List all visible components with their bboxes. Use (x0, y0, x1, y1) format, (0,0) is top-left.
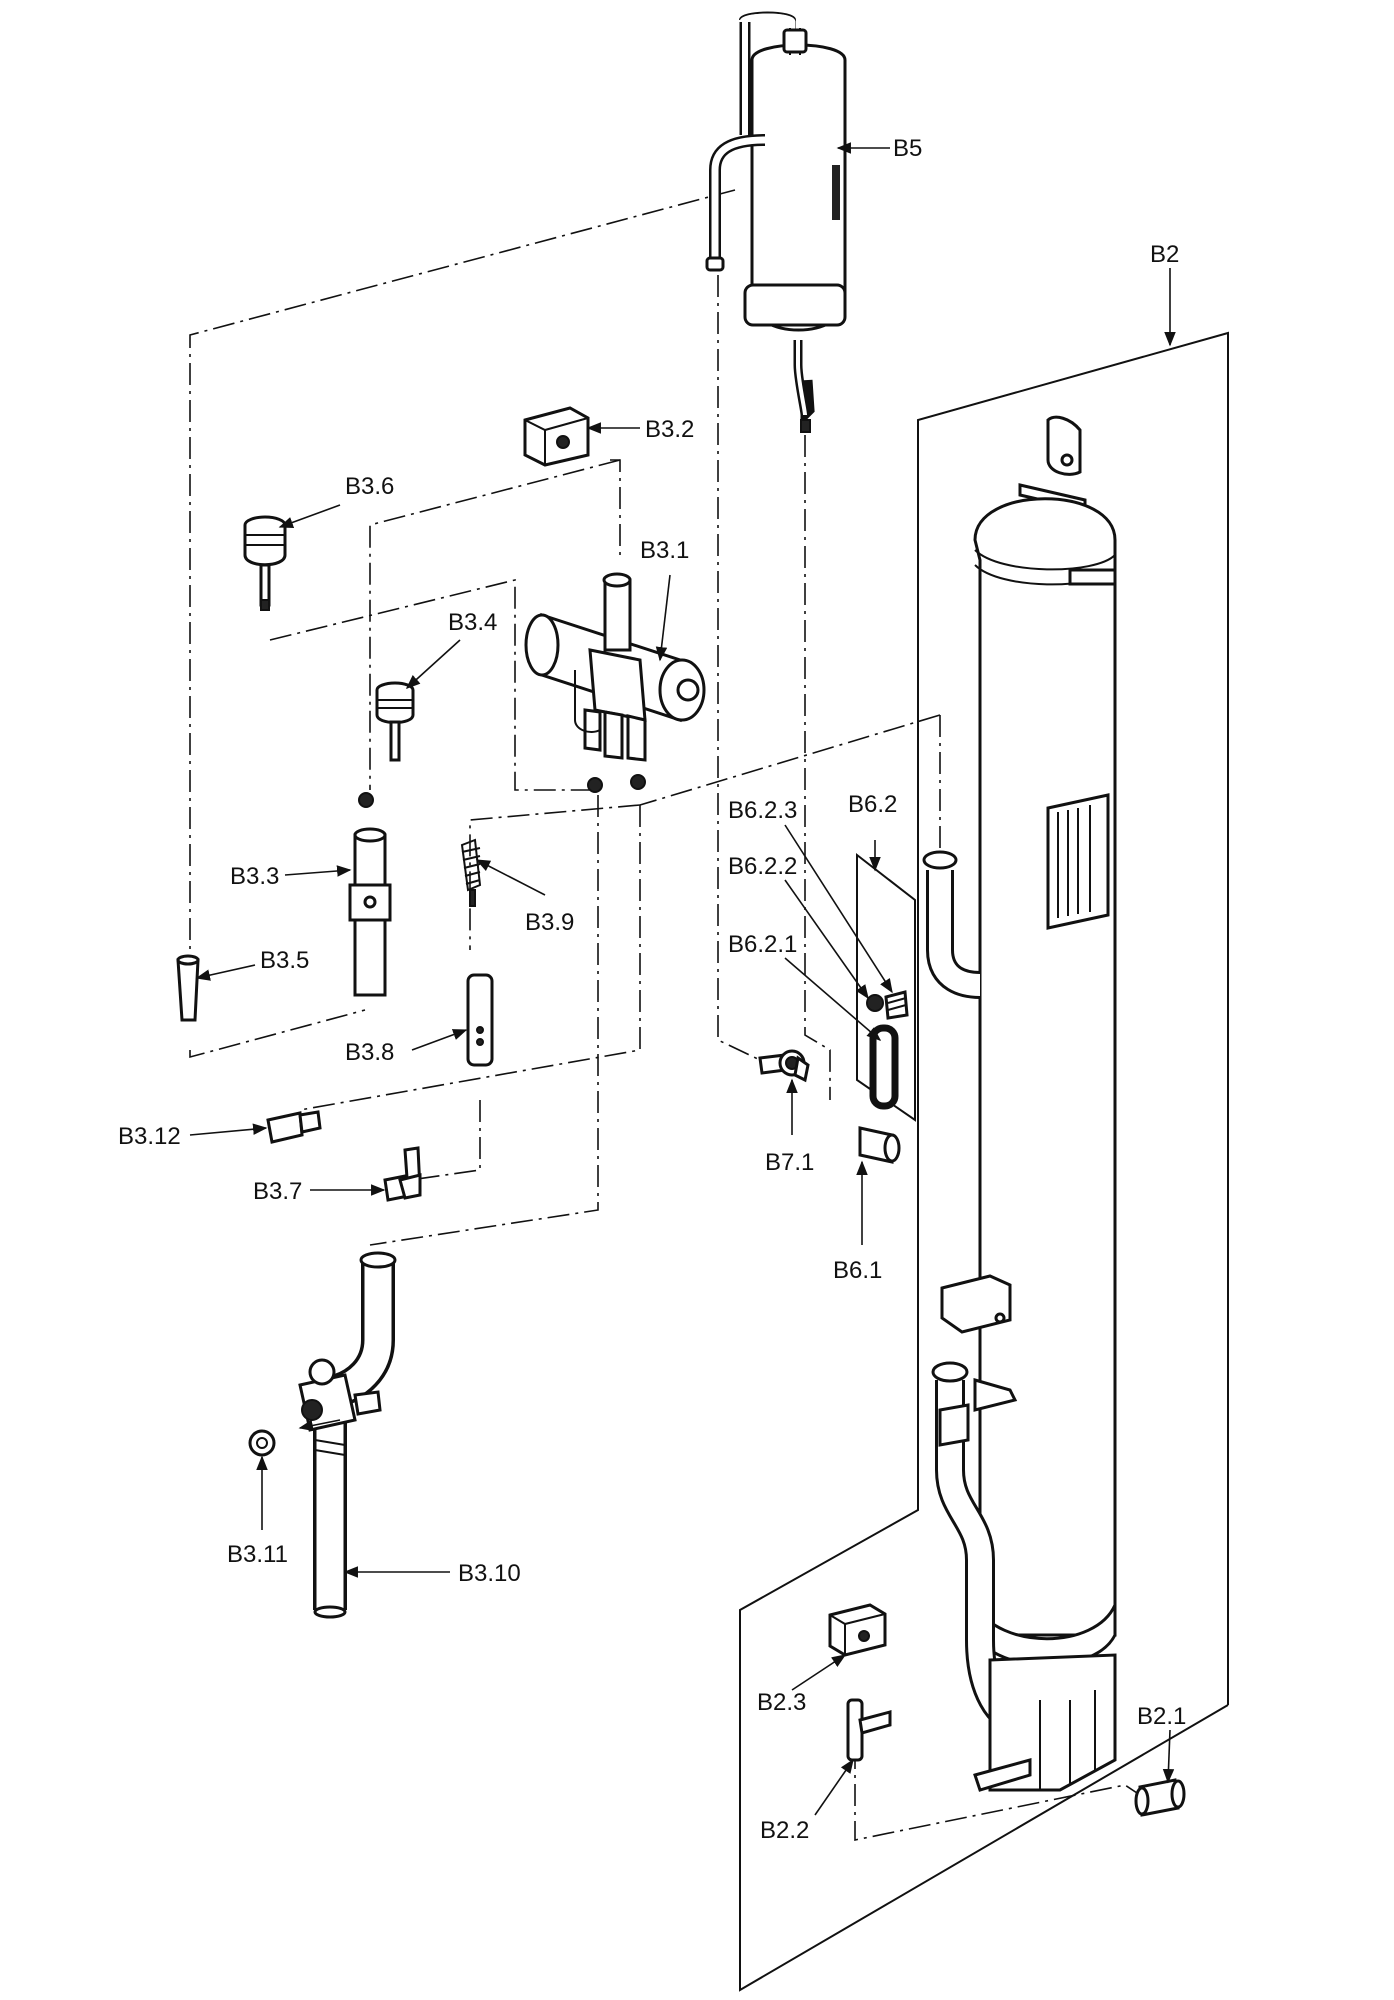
b3-6-valve-core (243, 515, 287, 611)
b3-4-valve-core (358, 681, 646, 808)
b3-11-cap (248, 1429, 276, 1457)
b3-7-fitting (383, 1146, 422, 1202)
label-b2-3: B2.3 (757, 1689, 806, 1716)
label-b3-7: B3.7 (253, 1178, 302, 1205)
b3-5-cap (176, 954, 200, 1022)
label-b2-2: B2.2 (760, 1817, 809, 1844)
label-b3-11: B3.11 (227, 1541, 288, 1568)
b3-2-solenoid-coil (523, 406, 590, 467)
b3-10-suction-pipe (298, 1251, 397, 1619)
label-b5: B5 (893, 135, 922, 162)
b6-2-3-screw (884, 990, 909, 1020)
b2-assembly-frame (739, 331, 1229, 1992)
b3-8-filter-drier (466, 973, 494, 1067)
b2-receiver-tank (922, 415, 1117, 1792)
b3-3-pipe (348, 827, 392, 997)
label-b2-1: B2.1 (1137, 1703, 1186, 1730)
leader-lines (189, 142, 1176, 1816)
b3-1-valve-body (524, 572, 706, 762)
label-b6-2: B6.2 (848, 791, 897, 818)
label-b3-9: B3.9 (525, 909, 574, 936)
label-b6-2-3: B6.2.3 (728, 797, 797, 824)
b3-12-plug (266, 1110, 322, 1144)
label-b6-1: B6.1 (833, 1257, 882, 1284)
b7-1-service-valve (758, 1049, 810, 1083)
label-b3-8: B3.8 (345, 1039, 394, 1066)
label-b6-2-1: B6.2.1 (728, 931, 797, 958)
label-b6-2-2: B6.2.2 (728, 853, 797, 880)
b5-accumulator (705, 11, 847, 433)
label-b3-2: B3.2 (645, 416, 694, 443)
b3-9-filter-spring (460, 838, 482, 907)
connection-lines (189, 189, 1141, 1841)
label-b7-1: B7.1 (765, 1149, 814, 1176)
b6-1-sensor (858, 1126, 901, 1164)
label-b3-5: B3.5 (260, 947, 309, 974)
label-b2: B2 (1150, 241, 1179, 268)
b2-1-sensor (1134, 1778, 1186, 1817)
label-b3-6: B3.6 (345, 473, 394, 500)
label-b3-1: B3.1 (640, 537, 689, 564)
b6-2-2-nut (866, 994, 884, 1012)
label-b3-4: B3.4 (448, 609, 497, 636)
b6-2-1-gasket (869, 1024, 899, 1110)
label-b3-10: B3.10 (458, 1560, 521, 1587)
label-b3-3: B3.3 (230, 863, 279, 890)
b2-3-coil (828, 1603, 887, 1657)
part-labels: B5 B2 B3.2 B3.6 B3.1 B3.4 B6.2 B6.2.3 B6… (118, 135, 1186, 1844)
b2-2-tee-fitting (846, 1698, 892, 1762)
label-b3-12: B3.12 (118, 1123, 181, 1150)
b6-2-frame (856, 852, 916, 1122)
